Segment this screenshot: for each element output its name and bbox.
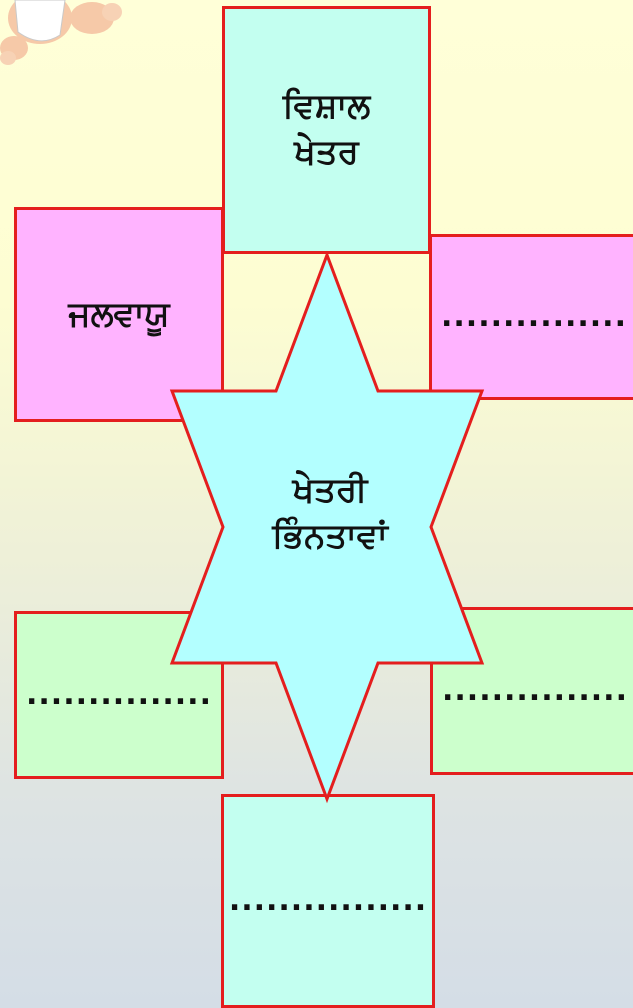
- center-line1: ਖੇਤਰੀ: [230, 468, 430, 514]
- center-label: ਖੇਤਰੀ ਭਿੰਨਤਾਵਾਂ: [230, 468, 430, 560]
- center-line2: ਭਿੰਨਤਾਵਾਂ: [230, 514, 430, 560]
